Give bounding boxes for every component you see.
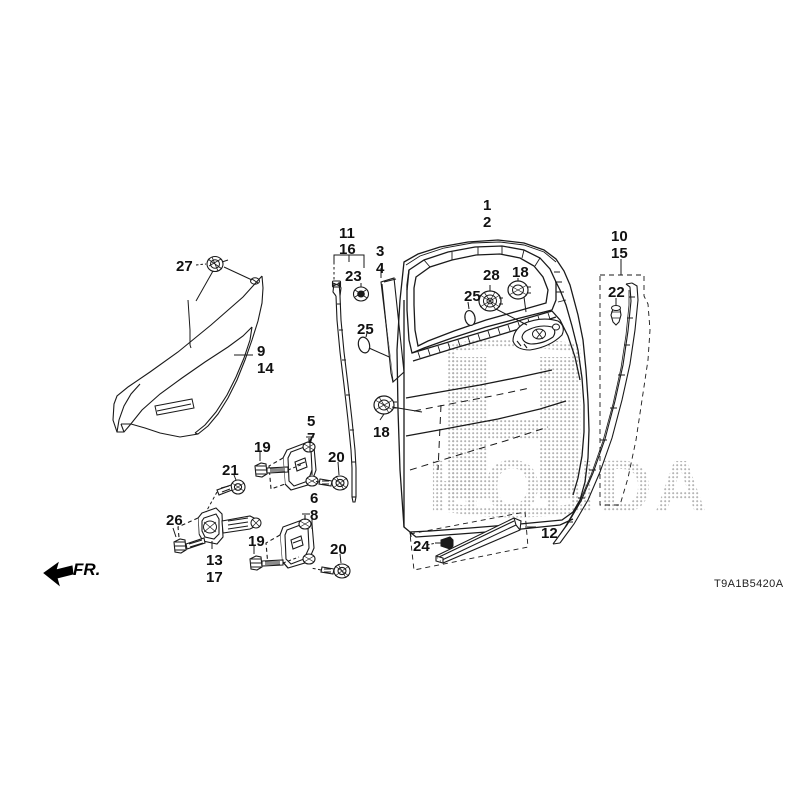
part-20-bolt-upper bbox=[318, 475, 349, 491]
callout-11-run-channel: 11 bbox=[339, 225, 355, 242]
callout-1-door-panel: 1 bbox=[483, 197, 492, 214]
callout-17-door-checker: 17 bbox=[206, 569, 223, 586]
callout-3-sash-garnish: 3 bbox=[376, 243, 385, 260]
callout-18-grommet: 18 bbox=[512, 264, 529, 281]
honda-text-watermark: HONDA bbox=[428, 445, 709, 528]
callout-4-sash-garnish: 4 bbox=[376, 260, 385, 277]
leader-20-upper bbox=[312, 461, 340, 483]
part-10-15-weatherstrip bbox=[552, 282, 639, 545]
callout-19-bolt-upper: 19 bbox=[254, 439, 271, 456]
callout-23-clip: 23 bbox=[345, 268, 362, 285]
leader-18-lower bbox=[379, 406, 423, 421]
callout-6-lower-hinge: 6 bbox=[310, 490, 319, 507]
part-18-grommet-upper bbox=[507, 280, 531, 300]
door-lining-clip-hole bbox=[250, 277, 260, 285]
callout-20-bolt-lower: 20 bbox=[330, 541, 347, 558]
part-20-bolt-lower bbox=[320, 563, 351, 579]
part-19-bolt-upper bbox=[254, 462, 289, 478]
leader-19-upper bbox=[259, 452, 304, 471]
callout-15-weatherstrip: 15 bbox=[611, 245, 628, 262]
part-5-7-upper-hinge bbox=[268, 436, 319, 491]
door-lining-recess bbox=[154, 398, 195, 416]
leader-27 bbox=[195, 263, 253, 302]
fr-direction-arrow bbox=[43, 561, 74, 587]
callout-25-grommet: 25 bbox=[357, 321, 374, 338]
part-24-clip bbox=[435, 536, 454, 550]
diagram-code: T9A1B5420A bbox=[714, 578, 784, 590]
leader-20-lower bbox=[310, 553, 342, 571]
fr-orientation-label: FR. bbox=[73, 560, 101, 579]
part-12-side-molding bbox=[435, 517, 522, 564]
part-11-16-run-channel bbox=[331, 280, 357, 503]
part-18-grommet-lower bbox=[373, 395, 397, 415]
part-21-bolt bbox=[216, 479, 246, 496]
part-19-bolt-lower bbox=[249, 555, 284, 571]
leader-18-upper bbox=[517, 278, 527, 313]
callout-22-clip: 22 bbox=[608, 284, 625, 301]
callout-19-bolt-lower: 19 bbox=[248, 533, 265, 550]
callout-16-run-channel: 16 bbox=[339, 241, 356, 258]
callout-27-clip: 27 bbox=[176, 258, 193, 275]
callout-26-bolt-checker: 26 bbox=[166, 512, 183, 529]
part-6-8-lower-hinge bbox=[265, 513, 316, 569]
part-door-lining bbox=[112, 275, 264, 438]
callout-28-grommet: 28 bbox=[483, 267, 500, 284]
callout-18-grommet-lower: 18 bbox=[373, 424, 390, 441]
dashed-box-12-24 bbox=[409, 511, 529, 571]
callout-2-door-panel: 2 bbox=[483, 214, 492, 231]
callout-14-door-lining: 14 bbox=[257, 360, 274, 377]
part-23-clip bbox=[352, 286, 370, 302]
part-22-clip bbox=[610, 305, 622, 326]
door-outer-handle bbox=[512, 318, 564, 351]
callout-13-door-checker: 13 bbox=[206, 552, 223, 569]
callout-25-hole: 25 bbox=[464, 288, 481, 305]
leader-25-right bbox=[467, 301, 470, 310]
callout-7-upper-hinge: 7 bbox=[307, 430, 316, 447]
door-lining-edge bbox=[187, 299, 192, 349]
leader-11-16 bbox=[333, 254, 365, 280]
callout-8-lower-hinge: 8 bbox=[310, 507, 319, 524]
callout-21-bolt-checker: 21 bbox=[222, 462, 239, 479]
dashed-box-10-15 bbox=[599, 274, 651, 506]
callout-20-bolt-upper: 20 bbox=[328, 449, 345, 466]
callout-24-clip-molding: 24 bbox=[413, 538, 430, 555]
callout-9-door-lining: 9 bbox=[257, 343, 266, 360]
callout-5-upper-hinge: 5 bbox=[307, 413, 316, 430]
part-27-clip bbox=[206, 255, 229, 273]
part-26-bolt bbox=[173, 537, 206, 554]
leader-19-lower bbox=[253, 546, 300, 564]
part-25-hole-right bbox=[464, 309, 476, 327]
svg-text:HONDA: HONDA bbox=[428, 445, 709, 528]
callout-12-side-molding: 12 bbox=[541, 525, 558, 542]
callout-10-weatherstrip: 10 bbox=[611, 228, 628, 245]
leader-21 bbox=[205, 474, 237, 513]
leader-24 bbox=[426, 542, 437, 546]
part-28-grommet bbox=[478, 290, 503, 312]
part-1-2-door-panel bbox=[396, 239, 590, 538]
leader-28 bbox=[489, 285, 528, 326]
part-25-grommet-left bbox=[357, 336, 371, 354]
leader-26 bbox=[172, 527, 177, 538]
